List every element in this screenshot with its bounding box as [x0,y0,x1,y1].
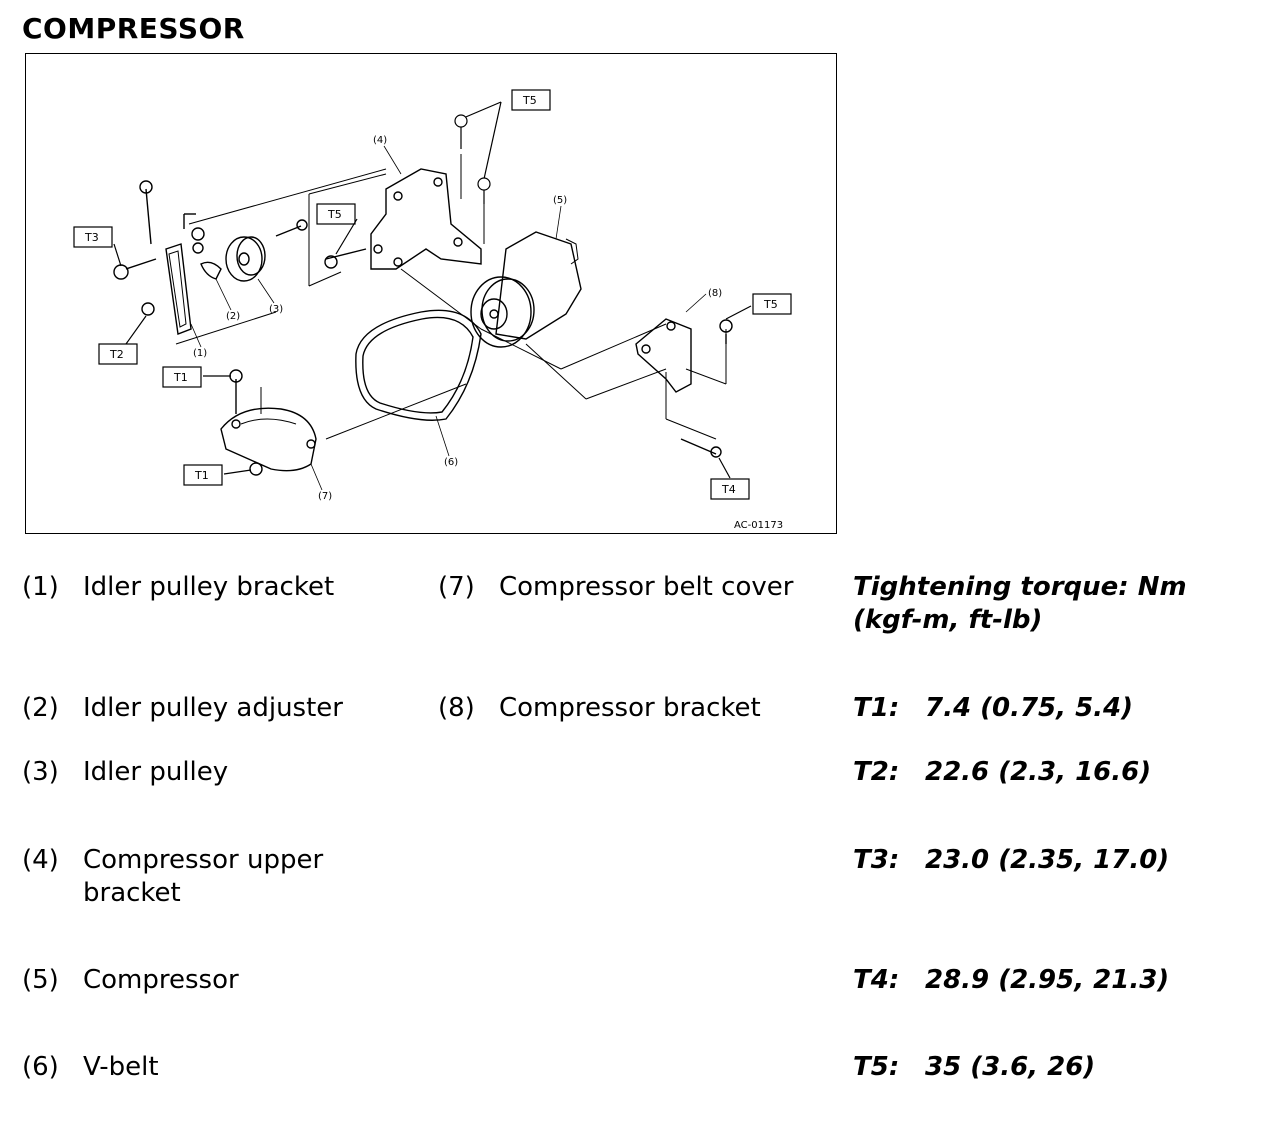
v-belt-drawing [355,309,482,421]
idler-pulley-drawing [225,219,308,282]
torque-value: 22.6 (2.3, 16.6) [925,757,1152,787]
part-name: Compressor belt cover [499,572,794,602]
svg-text:T1: T1 [194,469,209,482]
torque-label: T1: [853,693,900,723]
leader-lines [175,154,727,440]
torque-value: 35 (3.6, 26) [925,1052,1096,1082]
part-number: (7) [438,572,475,602]
torque-label: T2: [853,757,900,787]
torque-value: 23.0 (2.35, 17.0) [925,845,1170,875]
compressor-drawing [470,231,582,348]
compressor-bracket-drawing [635,318,733,458]
svg-text:T1: T1 [173,371,188,384]
part-name: Idler pulley bracket [83,572,335,602]
svg-text:T5: T5 [327,208,342,221]
part-name: Idler pulley adjuster [83,693,343,723]
torque-label: T5: [853,1052,900,1082]
svg-text:T5: T5 [522,94,537,107]
part-number: (1) [22,572,59,602]
callout-4: (4) [373,135,387,146]
part-number: (5) [22,965,59,995]
part-item-4: (4) Compressor upper bracket [22,844,422,914]
idler-pulley-bracket-drawing [113,180,192,335]
part-name: Compressor upper bracket [83,845,324,908]
part-name: Compressor bracket [499,693,761,723]
part-number: (6) [22,1052,59,1082]
callout-1: (1) [193,348,207,359]
part-number: (8) [438,693,475,723]
part-number: (3) [22,757,59,787]
callout-7: (7) [318,491,332,502]
part-name: Compressor [83,965,239,995]
callout-5: (5) [553,195,567,206]
callout-3: (3) [269,304,283,315]
figure-code: AC-01173 [734,520,783,531]
callout-2: (2) [226,311,240,322]
part-number: (2) [22,693,59,723]
part-number: (4) [22,845,59,875]
torque-heading-line1: Tightening torque: Nm [853,572,1187,602]
part-name: V-belt [83,1052,159,1082]
svg-text:T4: T4 [721,483,736,496]
part-name: Idler pulley [83,757,229,787]
compressor-upper-bracket-drawing [324,168,482,270]
torque-value: 7.4 (0.75, 5.4) [925,693,1134,723]
torque-label: T4: [853,965,900,995]
torque-label: T3: [853,845,900,875]
callout-8: (8) [708,288,722,299]
svg-text:T2: T2 [109,348,124,361]
callout-6: (6) [444,457,458,468]
belt-cover-drawing [220,369,317,476]
page-title: COMPRESSOR [22,12,245,45]
svg-text:T5: T5 [763,298,778,311]
svg-text:T3: T3 [84,231,99,244]
torque-value: 28.9 (2.95, 21.3) [925,965,1170,995]
torque-heading-line2: (kgf-m, ft-lb) [853,605,1043,635]
torque-heading: Tightening torque: Nm (kgf-m, ft-lb) [853,571,1273,637]
exploded-diagram: T5 T5 T5 T3 T2 T1 T1 T4 [25,53,837,534]
idler-pulley-adjuster-drawing [183,213,222,280]
torque-tags: T5 T5 T5 T3 T2 T1 T1 T4 [73,89,792,500]
